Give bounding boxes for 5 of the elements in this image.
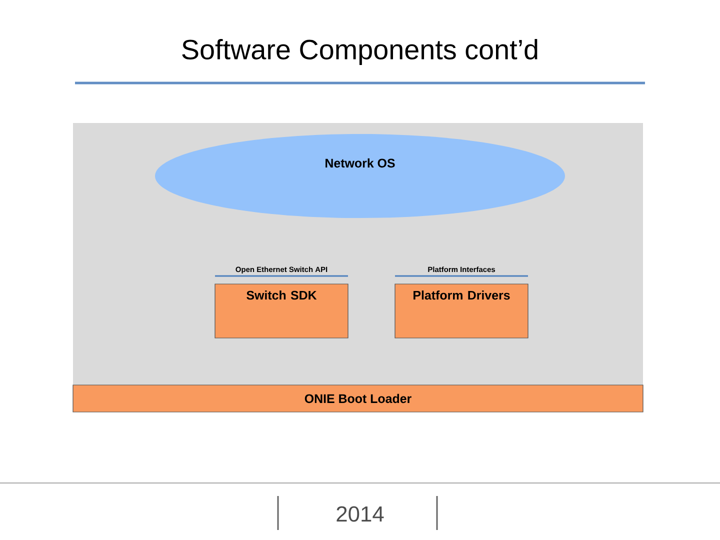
slide-title: Software Components cont’d (182, 39, 538, 65)
year-label: 2014 (336, 506, 384, 522)
box: Platform Drivers (394, 284, 528, 338)
box: Switch SDK (214, 284, 348, 338)
bar: ONIE Boot Loader (72, 384, 644, 412)
